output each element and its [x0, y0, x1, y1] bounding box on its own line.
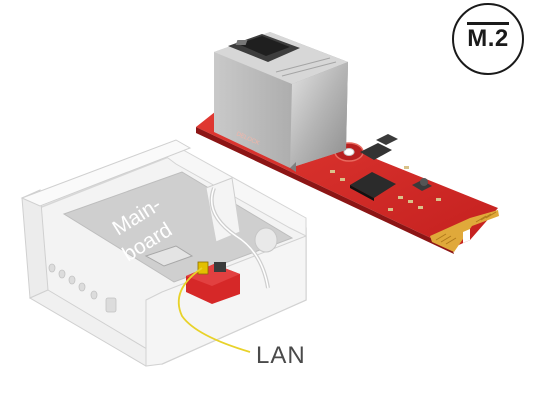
ethernet-controller-chip [350, 172, 396, 198]
badge-label: M.2 [467, 25, 509, 52]
lan-cable [177, 267, 251, 353]
m2-badge-text: M.2 [467, 22, 509, 53]
m2-ethernet-card: DELOCK [196, 32, 499, 254]
pcb-edge [196, 127, 454, 254]
m2-badge: M.2 [452, 3, 524, 75]
capacitor [254, 227, 278, 253]
lan-label: LAN [256, 342, 306, 369]
rj45-jack [214, 32, 348, 172]
badge-overline [467, 22, 509, 25]
mini-pc-enclosure [20, 139, 307, 367]
mainboard [62, 171, 294, 283]
gold-contacts [430, 210, 499, 252]
transformer-chip [360, 143, 392, 160]
